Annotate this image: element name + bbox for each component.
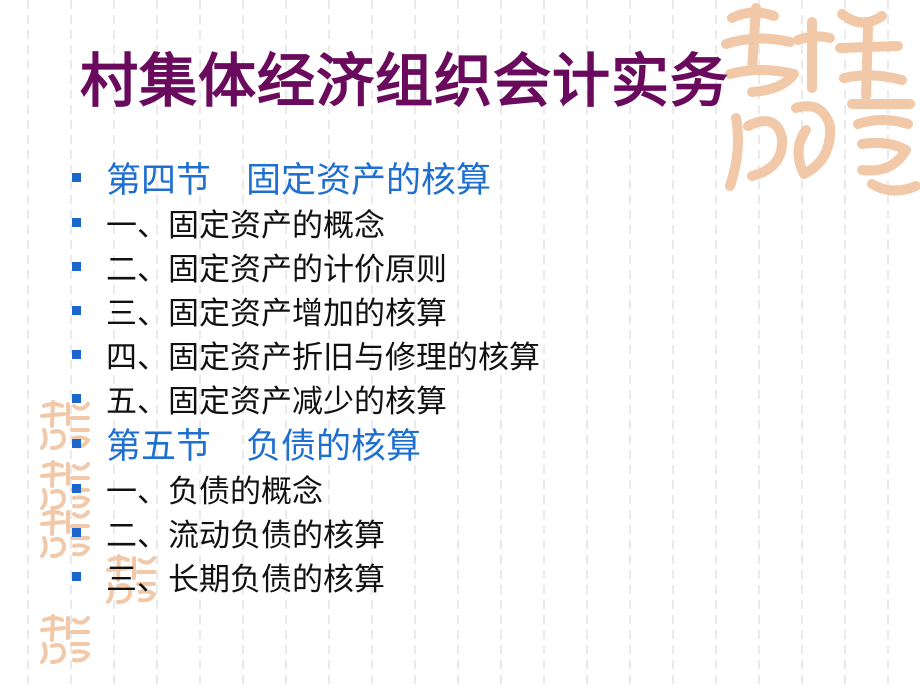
- item-text: 一、固定资产的概念: [106, 207, 385, 244]
- list-item: 五、固定资产减少的核算: [72, 376, 540, 420]
- list-item: 一、负债的概念: [72, 466, 540, 510]
- list-item: 第四节 固定资产的核算: [72, 154, 540, 201]
- bullet-icon: [72, 438, 81, 448]
- outline-list: 第四节 固定资产的核算 一、固定资产的概念 二、固定资产的计价原则 三、固定资产…: [72, 154, 540, 598]
- item-text: 五、固定资产减少的核算: [106, 383, 447, 420]
- list-item: 第五节 负债的核算: [72, 420, 540, 467]
- list-item: 二、固定资产的计价原则: [72, 244, 540, 288]
- bullet-icon: [72, 483, 81, 493]
- section-heading: 第五节 负债的核算: [106, 426, 422, 467]
- list-item: 三、长期负债的核算: [72, 554, 540, 598]
- item-text: 二、流动负债的核算: [106, 517, 385, 554]
- list-item: 三、固定资产增加的核算: [72, 288, 540, 332]
- item-text: 三、固定资产增加的核算: [106, 295, 447, 332]
- small-seal-icon: [40, 614, 91, 664]
- bullet-icon: [72, 261, 81, 271]
- small-seal-icon: [106, 554, 157, 604]
- list-item: 二、流动负债的核算: [72, 510, 540, 554]
- item-text: 四、固定资产折旧与修理的核算: [106, 339, 540, 376]
- section-heading: 第四节 固定资产的核算: [106, 160, 492, 201]
- list-item: 四、固定资产折旧与修理的核算: [72, 332, 540, 376]
- seal-calligraphy-icon: [721, 3, 920, 196]
- bullet-icon: [72, 527, 81, 537]
- slide-title: 村集体经济组织会计实务: [80, 47, 730, 115]
- bullet-icon: [72, 571, 81, 581]
- item-text: 一、负债的概念: [106, 473, 323, 510]
- bullet-icon: [72, 349, 81, 359]
- small-seal-icon: [40, 508, 91, 558]
- bullet-icon: [72, 172, 81, 182]
- bullet-icon: [72, 305, 81, 315]
- item-text: 二、固定资产的计价原则: [106, 251, 447, 288]
- item-text: 三、长期负债的核算: [106, 561, 385, 598]
- bullet-icon: [72, 217, 81, 227]
- list-item: 一、固定资产的概念: [72, 200, 540, 244]
- bullet-icon: [72, 393, 81, 403]
